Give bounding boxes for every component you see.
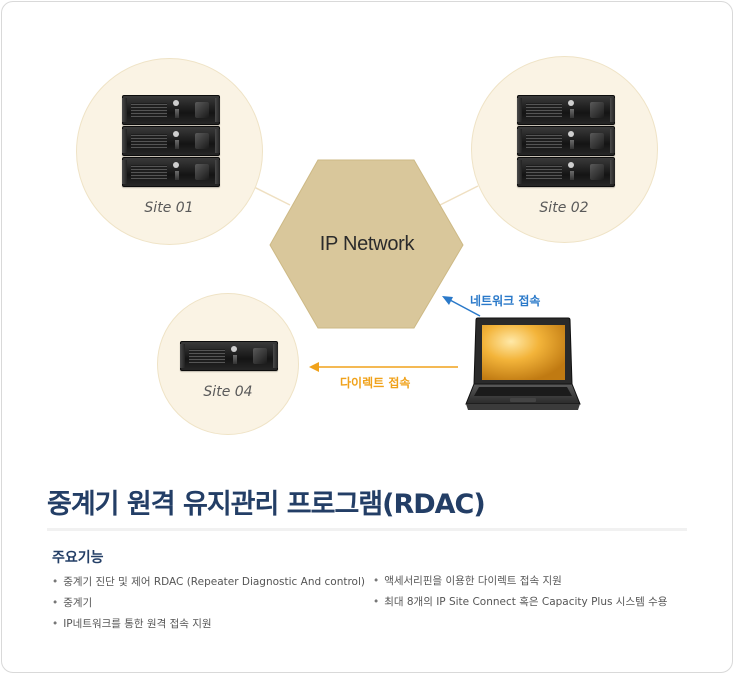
connector-site02 [439, 185, 479, 206]
radio-repeater-icon [122, 126, 220, 156]
radio-repeater-icon [517, 95, 615, 125]
feature-item: •액세서리핀을 이용한 다이렉트 접속 지원 [373, 575, 562, 587]
feature-item: •IP네트워크를 통한 원격 접속 지원 [52, 618, 212, 630]
features-heading: 주요기능 [52, 550, 104, 566]
feature-text: 액세서리핀을 이용한 다이렉트 접속 지원 [384, 575, 562, 587]
feature-text: 최대 8개의 IP Site Connect 혹은 Capacity Plus … [384, 596, 668, 608]
laptop-icon [465, 317, 581, 410]
ip-network-hexagon [269, 159, 464, 329]
direct-link-label: 다이렉트 접속 [340, 376, 411, 390]
network-link-label: 네트워크 접속 [470, 294, 541, 308]
site04-label: Site 04 [203, 384, 253, 400]
ip-network-label: IP Network [319, 233, 415, 255]
feature-item: •중계기 [52, 597, 93, 609]
network-arrow [442, 296, 481, 317]
radio-repeater-icon [517, 157, 615, 187]
connector-site01 [251, 185, 291, 206]
direct-arrow [309, 362, 458, 372]
feature-text: 중계기 진단 및 제어 RDAC (Repeater Diagnostic An… [63, 576, 365, 588]
radio-repeater-icon [517, 126, 615, 156]
features-right-list: •액세서리핀을 이용한 다이렉트 접속 지원 •최대 8개의 IP Site C… [373, 572, 667, 614]
page-title: 중계기 원격 유지관리 프로그램(RDAC) [47, 489, 486, 520]
feature-text: IP네트워크를 통한 원격 접속 지원 [63, 618, 212, 630]
features-left-list: •중계기 진단 및 제어 RDAC (Repeater Diagnostic A… [52, 573, 365, 636]
site01-label: Site 01 [144, 200, 194, 216]
radio-repeater-icon [180, 341, 278, 371]
feature-item: •최대 8개의 IP Site Connect 혹은 Capacity Plus… [373, 596, 668, 608]
feature-text: 중계기 [63, 597, 93, 609]
title-divider [47, 528, 687, 531]
site02-label: Site 02 [539, 200, 589, 216]
radio-repeater-icon [122, 157, 220, 187]
feature-item: •중계기 진단 및 제어 RDAC (Repeater Diagnostic A… [52, 576, 365, 588]
radio-repeater-icon [122, 95, 220, 125]
network-diagram [251, 159, 481, 372]
